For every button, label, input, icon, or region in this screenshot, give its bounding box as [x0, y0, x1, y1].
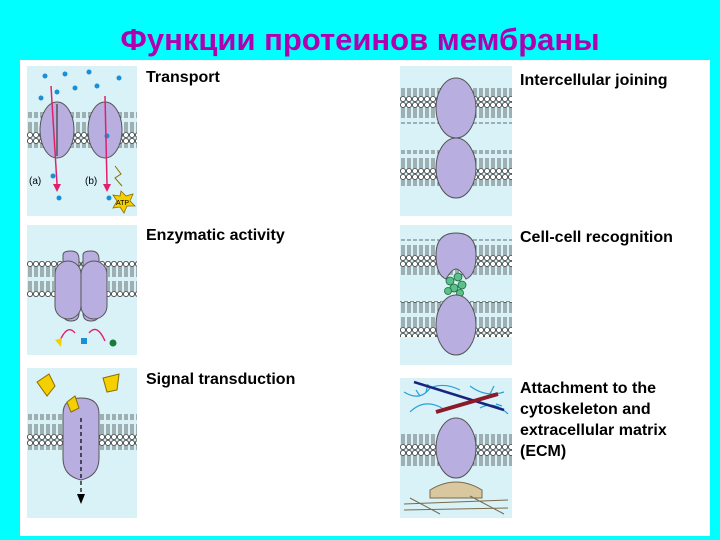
attachment-label-line-3: extracellular matrix	[520, 422, 667, 439]
attachment-ecm-illustration	[400, 378, 512, 518]
attachment-label-line-1: Attachment to the	[520, 380, 656, 397]
atp-label: ATP	[116, 200, 129, 207]
signal-transduction-label: Signal transduction	[146, 371, 296, 388]
slide-title: Функции протеинов мембраны	[120, 22, 600, 57]
signal-transduction-illustration	[27, 368, 137, 518]
content-panel: (a) (b) ATP Transport Enzymatic act	[20, 60, 710, 536]
transport-illustration: (a) (b) ATP	[27, 66, 137, 216]
cell-cell-recognition-illustration	[400, 225, 512, 365]
attachment-label: Attachment to the cytoskeleton and extra…	[520, 378, 667, 462]
transport-label: Transport	[146, 69, 220, 86]
enzymatic-activity-label: Enzymatic activity	[146, 227, 285, 244]
intercellular-joining-illustration	[400, 66, 512, 216]
transport-label-b: (b)	[85, 176, 97, 187]
transport-label-a: (a)	[29, 176, 41, 187]
intercellular-joining-label: Intercellular joining	[520, 72, 668, 89]
attachment-label-line-4: (ECM)	[520, 443, 567, 460]
enzymatic-activity-illustration	[27, 225, 137, 355]
cell-cell-recognition-label: Cell-cell recognition	[520, 229, 673, 246]
attachment-label-line-2: cytoskeleton and	[520, 401, 651, 418]
